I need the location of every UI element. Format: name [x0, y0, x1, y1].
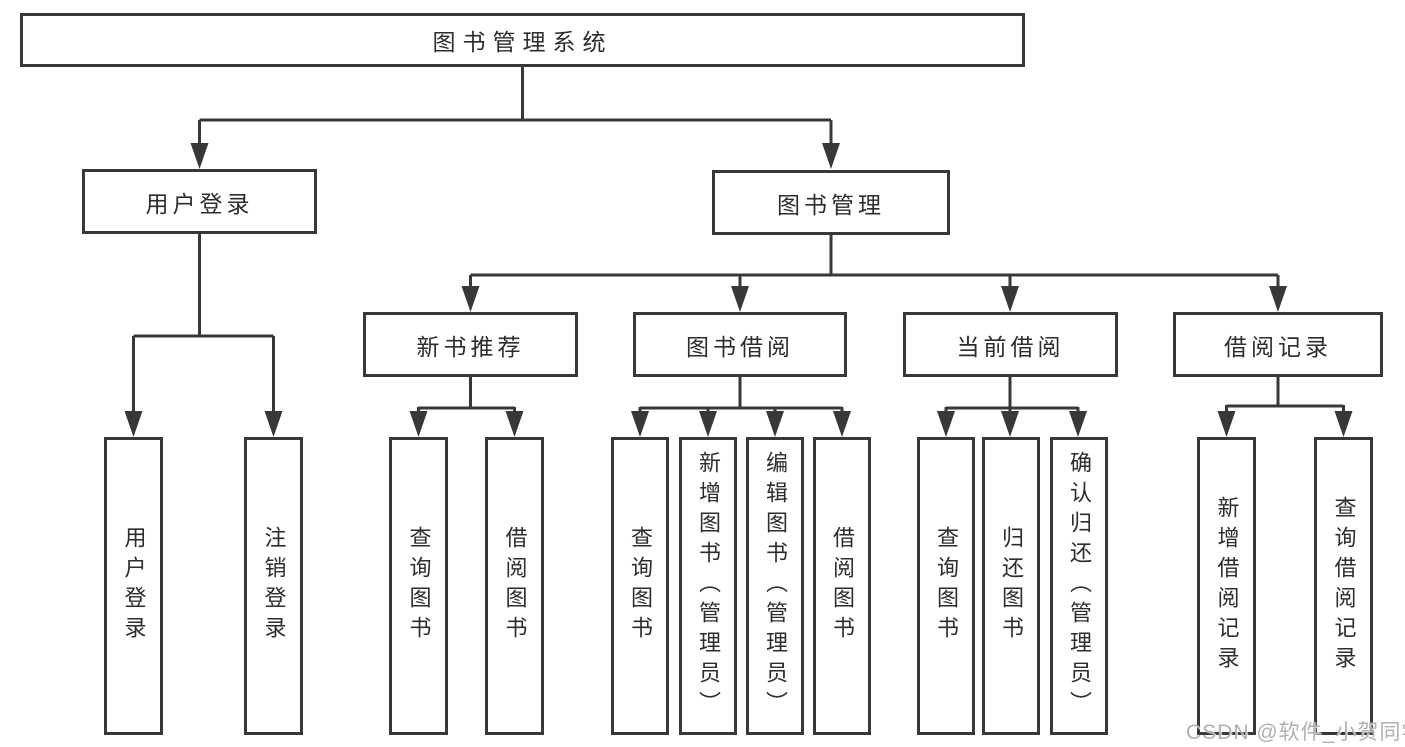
leaf-label: 借阅图书	[830, 526, 855, 646]
leaf-query-books-recommend: 查询图书	[389, 437, 448, 735]
leaf-return-books: 归还图书	[982, 437, 1040, 735]
leaf-label: 归还图书	[999, 526, 1024, 646]
leaf-label: 查询图书	[406, 526, 432, 646]
arrow-icon	[1269, 286, 1287, 312]
arrow-icon	[833, 411, 851, 437]
arrow-icon	[1001, 286, 1019, 312]
arrow-icon	[409, 411, 428, 437]
leaf-query-borrow-record: 查询借阅记录	[1314, 437, 1373, 735]
arrow-icon	[190, 143, 209, 169]
arrow-icon	[1334, 411, 1353, 437]
arrow-icon	[937, 411, 955, 437]
node-new-book-recommendation: 新书推荐	[363, 312, 578, 377]
node-borrowing-records: 借阅记录	[1173, 312, 1383, 377]
leaf-label: 新增图书（管理员）	[696, 451, 721, 721]
leaf-user-login: 用户登录	[104, 437, 163, 735]
leaf-label: 新增借阅记录	[1214, 496, 1240, 676]
leaf-confirm-return-admin: 确认归还（管理员）	[1050, 437, 1108, 735]
leaf-add-borrow-record: 新增借阅记录	[1197, 437, 1256, 735]
arrow-icon	[822, 143, 840, 169]
arrow-icon	[1069, 411, 1087, 437]
node-book-borrowing: 图书借阅	[633, 312, 847, 377]
arrow-icon	[124, 411, 143, 437]
leaf-add-books-admin: 新增图书（管理员）	[679, 437, 737, 735]
leaf-label: 查询图书	[934, 526, 959, 646]
arrow-icon	[699, 411, 717, 437]
arrow-icon	[1001, 411, 1019, 437]
leaf-query-books-borrow: 查询图书	[611, 437, 669, 735]
leaf-label: 编辑图书（管理员）	[763, 451, 788, 721]
node-book-management: 图书管理	[712, 170, 950, 235]
csdn-watermark: CSDN @软件_小贺同学	[1186, 721, 1405, 744]
arrow-icon	[461, 286, 480, 312]
arrow-icon	[1217, 411, 1236, 437]
leaf-label: 借阅图书	[502, 526, 528, 646]
leaf-label: 确认归还（管理员）	[1067, 451, 1092, 721]
leaf-borrow-books-recommend: 借阅图书	[485, 437, 544, 735]
leaf-logout: 注销登录	[244, 437, 303, 735]
node-library-management-system: 图书管理系统	[20, 13, 1025, 67]
arrow-icon	[264, 411, 283, 437]
arrow-icon	[631, 411, 649, 437]
node-current-borrowing: 当前借阅	[903, 312, 1118, 377]
leaf-label: 查询图书	[628, 526, 653, 646]
leaf-query-books-current: 查询图书	[917, 437, 975, 735]
arrow-icon	[731, 286, 749, 312]
arrow-icon	[766, 411, 784, 437]
leaf-label: 查询借阅记录	[1331, 496, 1357, 676]
leaf-label: 用户登录	[121, 526, 147, 646]
leaf-borrow-books: 借阅图书	[813, 437, 871, 735]
leaf-edit-books-admin: 编辑图书（管理员）	[746, 437, 804, 735]
leaf-label: 注销登录	[261, 526, 287, 646]
arrow-icon	[505, 411, 524, 437]
node-user-login: 用户登录	[82, 169, 317, 234]
